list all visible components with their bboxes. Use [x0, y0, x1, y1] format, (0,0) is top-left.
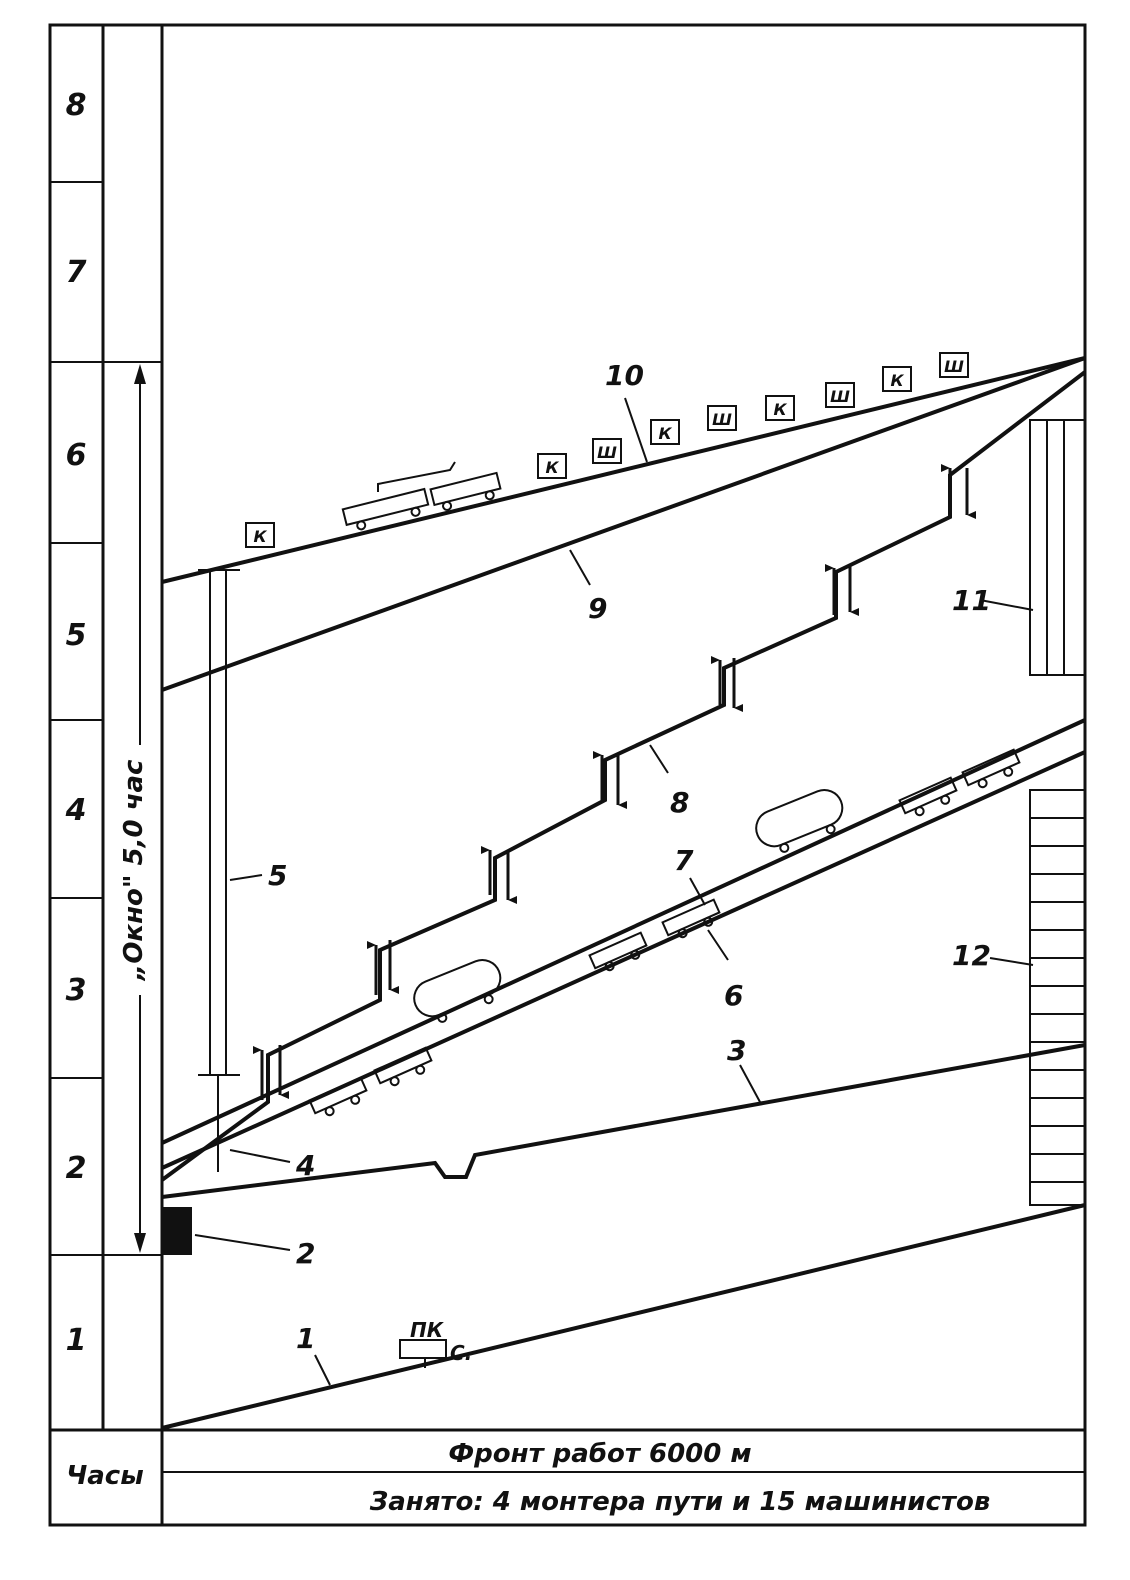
callout-12: 12 [952, 939, 991, 972]
hour-label-3: 3 [66, 973, 87, 1008]
line-4 [161, 718, 1086, 1145]
callout-5: 5 [268, 859, 287, 892]
machine-markers: К К Ш К Ш К Ш К Ш [245, 352, 969, 548]
callout-11: 11 [952, 584, 991, 617]
line-3 [161, 1043, 1086, 1199]
hour-label-5: 5 [66, 618, 87, 653]
traffic-closure-block [162, 1207, 192, 1255]
callout-8: 8 [670, 786, 689, 819]
marker-sh: Ш [712, 410, 732, 429]
marker-pk: ПК [410, 1318, 445, 1342]
callout-4: 4 [295, 1149, 315, 1182]
line-10 [161, 356, 1086, 584]
marker-k: К [658, 424, 672, 443]
block-11 [1029, 419, 1086, 676]
line-1: ПК С. [161, 1203, 1086, 1430]
hour-label-4: 4 [65, 793, 87, 828]
line-9 [161, 356, 1086, 692]
marker-k: К [253, 527, 267, 546]
hour-label-2: 2 [66, 1151, 87, 1186]
callout-1: 1 [296, 1322, 315, 1355]
hour-label-6: 6 [66, 438, 87, 473]
marker-k: К [890, 371, 904, 390]
callout-9: 9 [588, 592, 607, 625]
line-6 [161, 750, 1086, 1170]
marker-sh: Ш [830, 387, 850, 406]
footer: Часы Фронт работ 6000 м Занято: 4 монтер… [66, 1439, 990, 1517]
window-label: „Окно" 5,0 час [119, 759, 149, 981]
work-front-label: Фронт работ 6000 м [448, 1439, 751, 1469]
staff-label: Занято: 4 монтера пути и 15 машинистов [369, 1487, 991, 1517]
callout-10: 10 [605, 359, 644, 392]
line-8 [160, 370, 1087, 1182]
hours-axis-label: Часы [66, 1461, 143, 1491]
callout-leaders [194, 397, 1034, 1386]
hour-label-1: 1 [66, 1323, 87, 1358]
marker-sh: Ш [944, 357, 964, 376]
marker-s: С. [450, 1341, 472, 1365]
chart-frame [48, 23, 1087, 1527]
machine-unit [341, 461, 502, 531]
marker-sh: Ш [597, 443, 617, 462]
hour-scale: 8 7 6 5 4 3 2 1 [65, 88, 87, 1358]
callout-7: 7 [674, 844, 694, 877]
marker-k: К [545, 458, 559, 477]
window-duration-indicator: „Окно" 5,0 час [119, 364, 160, 1253]
marker-k: К [773, 400, 787, 419]
hour-label-8: 8 [66, 88, 87, 123]
track-carriages [308, 748, 1021, 1117]
callout-3: 3 [727, 1034, 746, 1067]
callout-6: 6 [724, 979, 743, 1012]
block-12 [1029, 789, 1086, 1206]
hour-label-7: 7 [66, 255, 87, 290]
line-5 [198, 569, 240, 1172]
callout-2: 2 [296, 1237, 315, 1270]
callout-numbers: 1 2 3 4 5 6 7 8 9 10 11 12 [268, 359, 991, 1355]
